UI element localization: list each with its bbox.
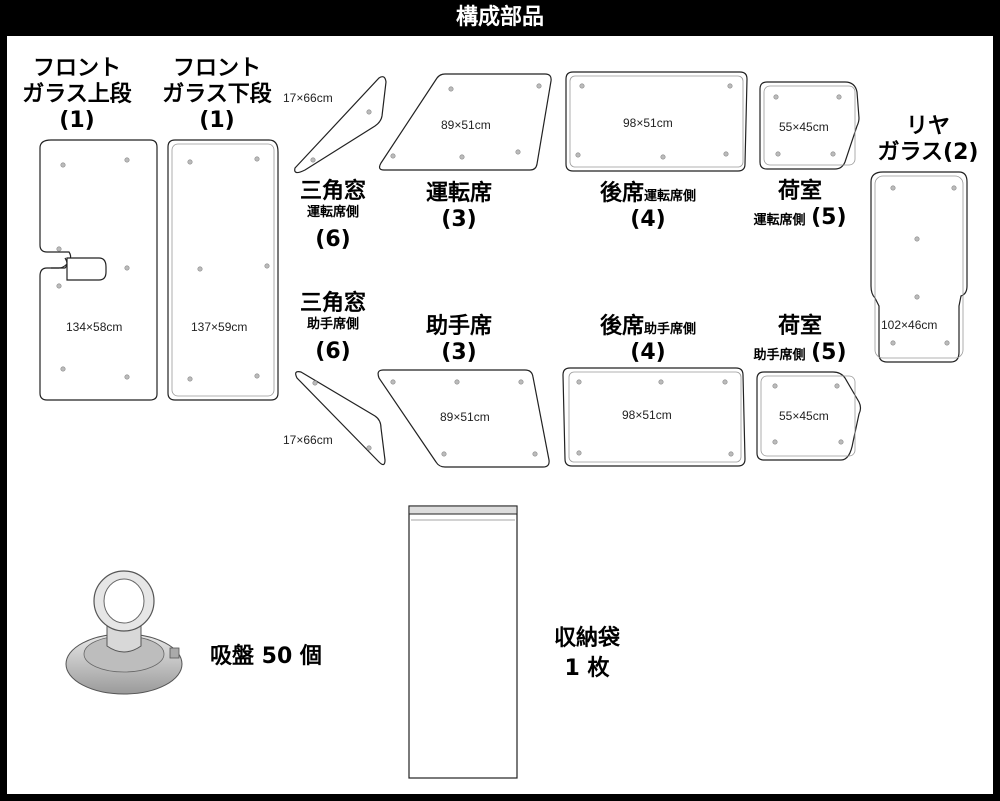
triangle-passenger-shade xyxy=(295,371,386,466)
suction-cup-drawing xyxy=(65,570,183,695)
cargo-driver-shade xyxy=(759,81,860,170)
rear-glass-label: リヤガラス(2) xyxy=(877,114,979,165)
passenger-seat-label: 助手席(3) xyxy=(425,314,492,365)
cargo-driver-label: 荷室 運転席側 (5) xyxy=(753,179,847,230)
parts-panel: 134×58cm 137×59cm 17×66cm 89×51cm 98×51c… xyxy=(7,36,993,794)
front-lower-size: 137×59cm xyxy=(191,320,248,334)
triangle-passenger-size: 17×66cm xyxy=(283,433,333,447)
front-lower-label: フロントガラス下段(1) xyxy=(162,56,272,133)
driver-seat-label: 運転席(3) xyxy=(425,181,492,232)
triangle-driver-shade xyxy=(294,76,387,174)
rear-passenger-shade xyxy=(562,367,746,467)
rear-driver-size: 98×51cm xyxy=(623,116,673,130)
storage-bag-drawing xyxy=(408,505,518,779)
rear-passenger-label: 後席助手席側 (4) xyxy=(599,314,697,365)
driver-seat-shade xyxy=(378,73,552,171)
cargo-passenger-label: 荷室 助手席側 (5) xyxy=(753,314,847,365)
page-title: 構成部品 xyxy=(455,5,544,30)
driver-seat-size: 89×51cm xyxy=(441,118,491,132)
cargo-driver-size: 55×45cm xyxy=(779,120,829,134)
rear-passenger-size: 98×51cm xyxy=(622,408,672,422)
triangle-driver-size: 17×66cm xyxy=(283,91,333,105)
cargo-passenger-size: 55×45cm xyxy=(779,409,829,423)
front-upper-label: フロントガラス上段(1) xyxy=(22,56,132,133)
passenger-seat-shade xyxy=(377,369,550,468)
passenger-seat-size: 89×51cm xyxy=(440,410,490,424)
storage-bag-label: 収納袋 1 枚 xyxy=(553,626,620,681)
rear-glass-size: 102×46cm xyxy=(881,318,938,332)
suction-cup-label: 吸盤 50 個 xyxy=(210,644,322,669)
front-lower-shade xyxy=(167,139,279,401)
rear-driver-shade xyxy=(565,71,748,172)
rear-glass-shade xyxy=(870,171,968,363)
cargo-passenger-shade xyxy=(756,371,862,461)
front-upper-size: 134×58cm xyxy=(66,320,123,334)
triangle-driver-label: 三角窓 運転席側 (6) xyxy=(299,179,366,252)
parts-drawing xyxy=(39,71,968,779)
rear-driver-label: 後席運転席側 (4) xyxy=(599,181,697,232)
triangle-passenger-label: 三角窓 助手席側 (6) xyxy=(299,291,366,364)
